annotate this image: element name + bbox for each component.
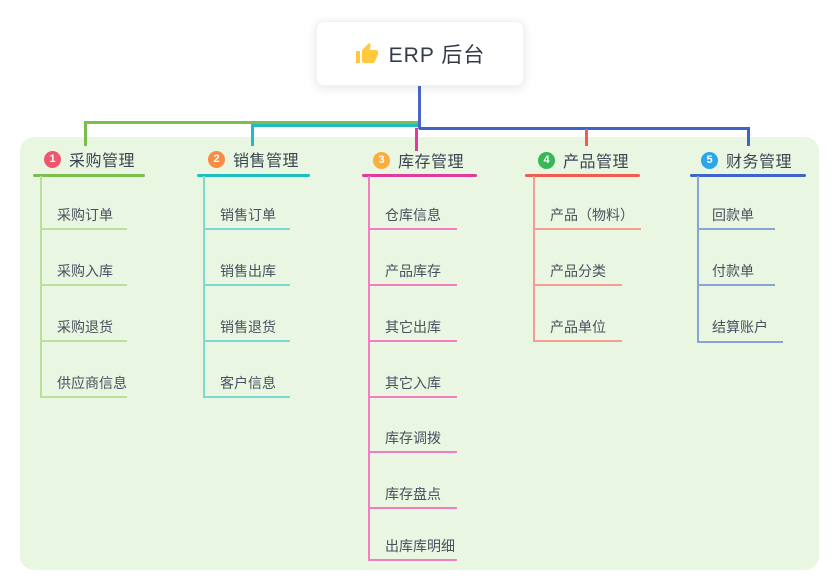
node-product-stock[interactable]: 产品库存 xyxy=(385,263,441,279)
node-underline xyxy=(40,396,127,398)
node-product-material[interactable]: 产品（物料） xyxy=(550,207,634,223)
node-underline xyxy=(368,559,457,561)
node-underline xyxy=(203,396,290,398)
branch-4-trunk xyxy=(533,176,535,342)
node-product-category[interactable]: 产品分类 xyxy=(550,263,606,279)
root-node-label: ERP 后台 xyxy=(388,43,486,67)
thumbs-up-icon xyxy=(355,42,379,66)
node-purchase-inbound[interactable]: 采购入库 xyxy=(57,263,113,279)
branch-sales[interactable]: 2 销售管理 xyxy=(208,148,299,170)
branch-5-underline xyxy=(690,174,806,177)
branch-4-badge: 4 xyxy=(538,151,555,169)
node-underline xyxy=(368,228,457,230)
node-supplier-info[interactable]: 供应商信息 xyxy=(57,375,127,391)
branch-purchase[interactable]: 1 采购管理 xyxy=(44,148,135,170)
branch-1-underline xyxy=(33,174,145,177)
branch-1-trunk xyxy=(40,176,42,398)
branch-3-badge: 3 xyxy=(373,151,390,169)
branches-panel xyxy=(20,137,819,570)
node-underline xyxy=(697,228,775,230)
node-underline xyxy=(368,451,457,453)
node-stock-check[interactable]: 库存盘点 xyxy=(385,486,441,502)
branch-3-trunk xyxy=(368,176,370,561)
node-sales-return[interactable]: 销售退货 xyxy=(220,319,276,335)
branch-4-label: 产品管理 xyxy=(563,154,630,171)
branch-2-underline xyxy=(197,174,310,177)
branch-2-badge: 2 xyxy=(208,150,225,168)
node-underline xyxy=(40,228,127,230)
node-receipt-doc[interactable]: 回款单 xyxy=(712,207,754,223)
branch-1-label: 采购管理 xyxy=(69,153,136,170)
branch-2-trunk xyxy=(203,176,205,398)
node-purchase-order[interactable]: 采购订单 xyxy=(57,207,113,223)
node-product-unit[interactable]: 产品单位 xyxy=(550,319,606,335)
branch-5-trunk xyxy=(697,176,699,343)
node-sales-order[interactable]: 销售订单 xyxy=(220,207,276,223)
node-underline xyxy=(533,284,622,286)
node-stock-transfer[interactable]: 库存调拨 xyxy=(385,430,441,446)
node-underline xyxy=(368,507,457,509)
node-settlement-account[interactable]: 结算账户 xyxy=(712,319,768,335)
node-other-outbound[interactable]: 其它出库 xyxy=(385,319,441,335)
node-underline xyxy=(203,284,290,286)
node-underline xyxy=(203,228,290,230)
node-underline xyxy=(368,396,457,398)
branch-finance[interactable]: 5 财务管理 xyxy=(701,149,792,171)
branch-5-badge: 5 xyxy=(701,151,718,169)
branch-product[interactable]: 4 产品管理 xyxy=(538,149,629,171)
node-underline xyxy=(203,340,290,342)
node-underline xyxy=(368,340,457,342)
node-warehouse-info[interactable]: 仓库信息 xyxy=(385,207,441,223)
node-customer-info[interactable]: 客户信息 xyxy=(220,375,276,391)
root-node[interactable]: ERP 后台 xyxy=(316,21,524,86)
branch-1-badge: 1 xyxy=(44,150,61,168)
node-other-inbound[interactable]: 其它入库 xyxy=(385,375,441,391)
node-underline xyxy=(697,284,775,286)
node-underline xyxy=(368,284,457,286)
branch-3-underline xyxy=(362,174,477,177)
node-outbound-detail[interactable]: 出库库明细 xyxy=(385,538,455,554)
branch-4-underline xyxy=(525,174,640,177)
branch-5-label: 财务管理 xyxy=(726,154,793,171)
branch-3-label: 库存管理 xyxy=(398,154,465,171)
node-underline xyxy=(697,341,783,343)
node-underline xyxy=(533,228,641,230)
node-purchase-return[interactable]: 采购退货 xyxy=(57,319,113,335)
node-underline xyxy=(40,284,127,286)
node-sales-outbound[interactable]: 销售出库 xyxy=(220,263,276,279)
node-underline xyxy=(533,340,622,342)
branch-2-label: 销售管理 xyxy=(233,153,300,170)
branch-inventory[interactable]: 3 库存管理 xyxy=(373,149,464,171)
node-underline xyxy=(40,340,127,342)
node-payment-doc[interactable]: 付款单 xyxy=(712,263,754,279)
